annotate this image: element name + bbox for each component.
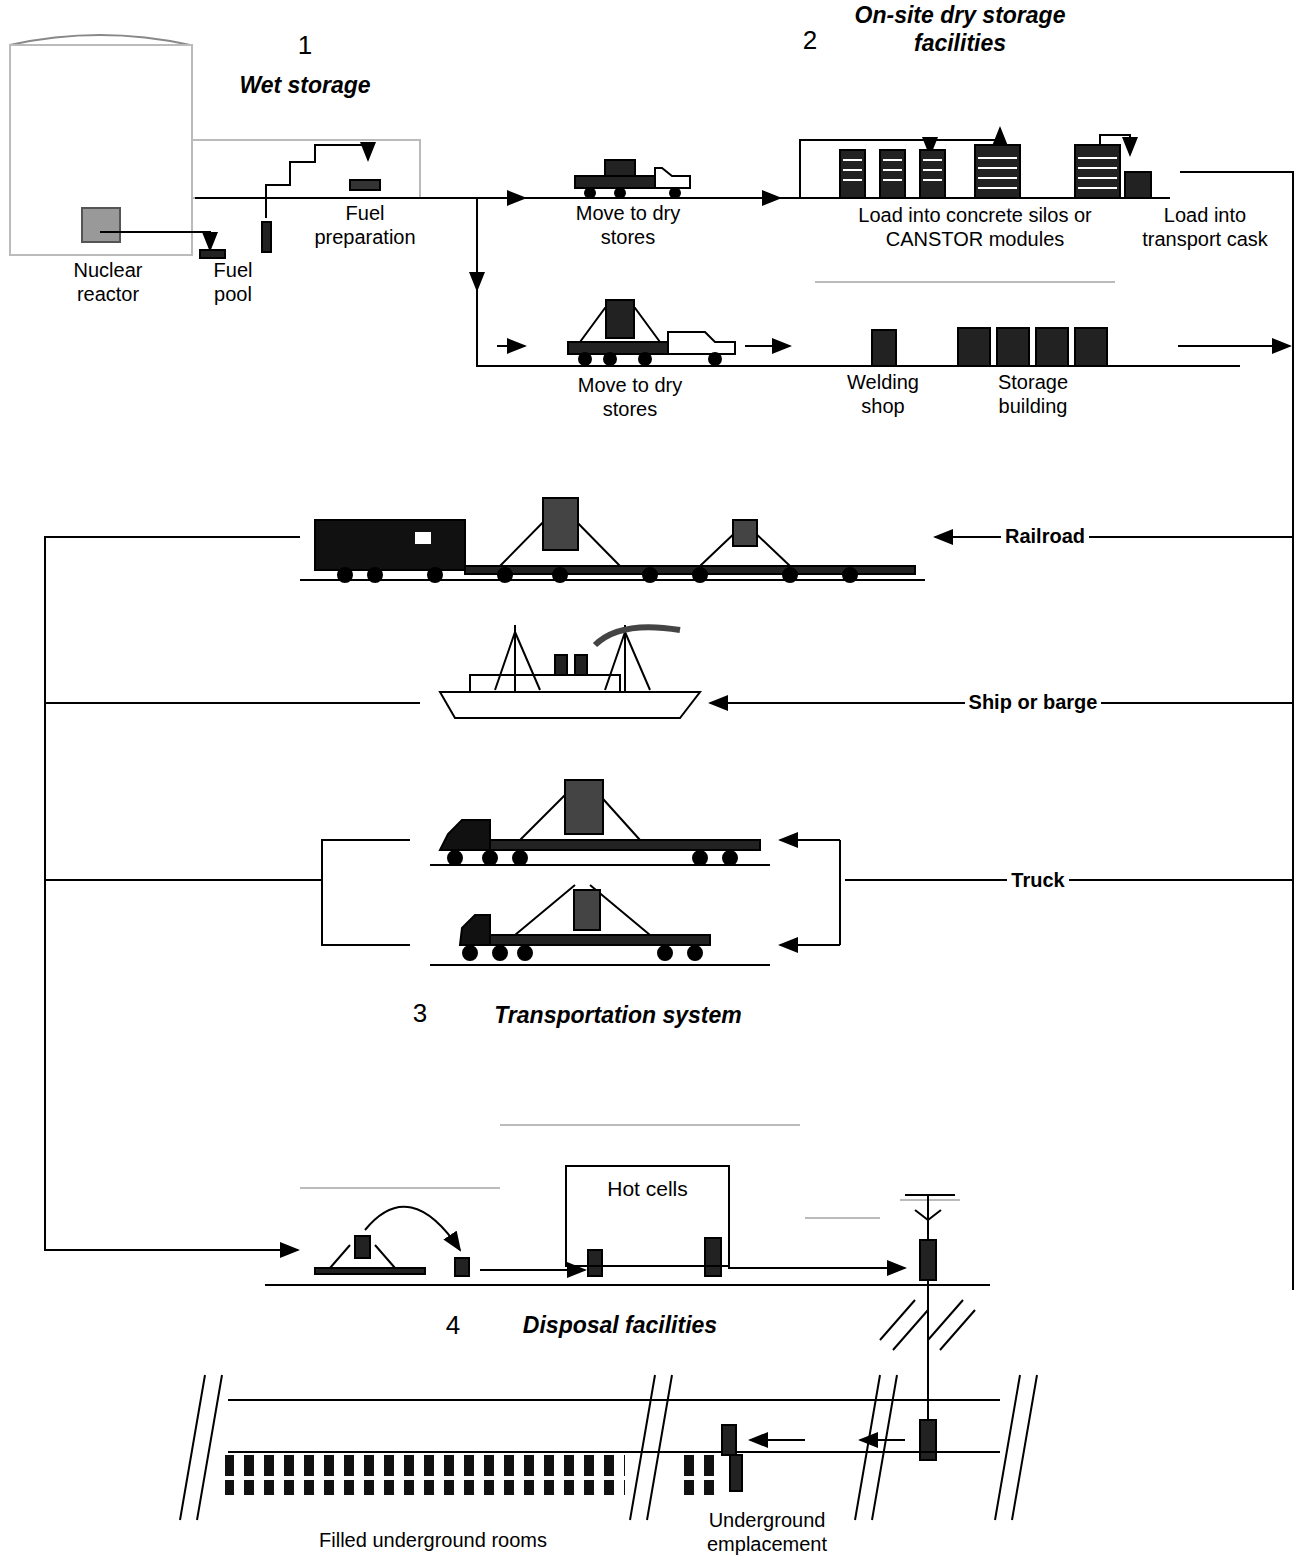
callout-number: 4 <box>433 1310 473 1341</box>
node-text: Hot cells <box>575 1177 720 1201</box>
part-label: Load into transport cask <box>1123 203 1288 251</box>
callout-number: 1 <box>285 30 325 61</box>
stage-heading: Wet storage <box>185 72 425 100</box>
hot-cell-building: Hot cells <box>565 1165 730 1267</box>
stage-heading: Transportation system <box>488 1002 748 1030</box>
part-label: Underground emplacement <box>702 1508 832 1556</box>
part-label: Filled underground rooms <box>293 1528 573 1552</box>
part-label: Welding shop <box>833 370 933 418</box>
part-label: Nuclear reactor <box>53 258 163 306</box>
stage-heading: On-site dry storage facilities <box>840 2 1080 57</box>
part-label: Truck <box>1007 868 1068 892</box>
callout-number: 2 <box>790 25 830 56</box>
part-label: Move to dry stores <box>553 201 703 249</box>
callout-number: 3 <box>400 998 440 1029</box>
part-label: Storage building <box>973 370 1093 418</box>
stage-heading: Disposal facilities <box>500 1312 740 1340</box>
part-label: Ship or barge <box>965 690 1102 714</box>
part-label: Railroad <box>1001 524 1089 548</box>
part-label: Fuel pool <box>201 258 265 306</box>
part-label: Load into concrete silos or CANSTOR modu… <box>815 203 1135 251</box>
part-label: Move to dry stores <box>555 373 705 421</box>
part-label: Fuel preparation <box>295 201 435 249</box>
